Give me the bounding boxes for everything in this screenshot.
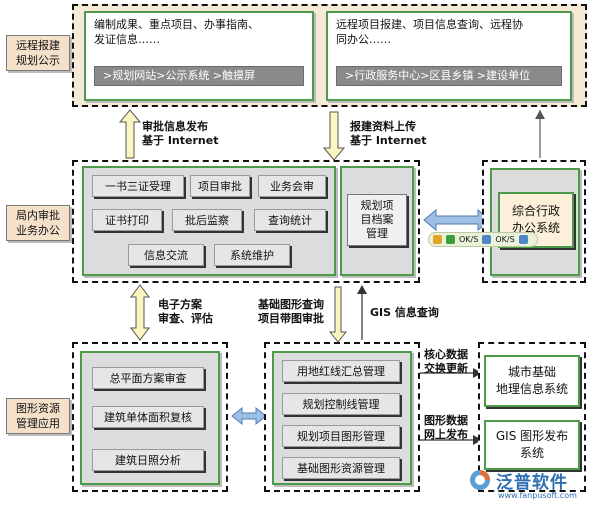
logo-mark-icon	[470, 470, 490, 490]
label-remote-l1: 远程报建	[16, 39, 60, 52]
speed-toolbar: OK/S OK/S	[428, 232, 538, 247]
publish-channels-bar: >规划网站>公示系统 >触摸屏	[94, 66, 304, 86]
speed-2: OK/S	[495, 235, 515, 244]
gis-publish-button[interactable]: GIS 图形发布 系统	[484, 420, 580, 470]
publish-panel: 编制成果、重点项目、办事指南、 发证信息…… >规划网站>公示系统 >触摸屏	[84, 11, 314, 101]
btn-project-approval[interactable]: 项目审批	[190, 175, 250, 197]
btn-redline-management[interactable]: 用地红线汇总管理	[282, 360, 400, 382]
arrow-base-query	[328, 286, 348, 343]
label-graphic: 图形资源 管理应用	[6, 398, 70, 434]
shield-icon	[433, 235, 442, 244]
urban-gis-l1: 城市基础	[507, 365, 556, 379]
arrow-up-publish	[118, 109, 142, 159]
btn-query-stats[interactable]: 查询统计	[254, 209, 326, 231]
btn-info-exchange[interactable]: 信息交流	[128, 244, 204, 266]
btn-certificate-accept[interactable]: 一书三证受理	[92, 175, 184, 197]
monitor-icon	[518, 235, 528, 244]
gis-publish-l1: GIS 图形发布	[495, 429, 569, 443]
up-arrow-icon	[482, 235, 492, 244]
archive-l1: 规划项	[360, 199, 394, 212]
annot-base-query-l1: 基础图形查询	[258, 298, 324, 311]
annot-base-query-l2: 项目带图审批	[258, 312, 324, 325]
btn-base-graphic-management[interactable]: 基础图形资源管理	[282, 457, 400, 479]
publish-text-l1: 编制成果、重点项目、办事指南、	[94, 18, 259, 31]
btn-joint-review[interactable]: 业务会审	[258, 175, 326, 197]
archive-l2: 目档案	[360, 213, 394, 226]
annot-approval-publish: 审批信息发布 基于 Internet	[142, 120, 218, 148]
urban-gis-button[interactable]: 城市基础 地理信息系统	[484, 355, 580, 407]
label-remote: 远程报建 规划公示	[6, 35, 70, 71]
annot-base-query: 基础图形查询 项目带图审批	[258, 298, 324, 326]
btn-sunlight-analysis[interactable]: 建筑日照分析	[92, 449, 204, 471]
label-office-l2: 业务办公	[16, 224, 60, 237]
declare-text-l2: 同办公……	[336, 33, 391, 46]
declare-text-l1: 远程项目报建、项目信息查询、远程协	[336, 18, 523, 31]
label-graphic-l1: 图形资源	[16, 402, 60, 415]
annot-upload-l2: 基于 Internet	[350, 134, 427, 147]
btn-system-maintenance[interactable]: 系统维护	[214, 244, 290, 266]
btn-site-plan-review[interactable]: 总平面方案审查	[92, 367, 204, 389]
urban-gis-l2: 地理信息系统	[495, 382, 568, 396]
annot-gis-query: GIS 信息查询	[370, 306, 439, 319]
arrow-graphic-mid	[231, 406, 267, 426]
annot-design-review-l1: 电子方案	[158, 298, 202, 311]
brand-logo: 泛普软件 www.fanpusoft.com	[468, 466, 590, 504]
publish-text-l2: 发证信息……	[94, 33, 160, 46]
label-office: 局内审批 业务办公	[6, 205, 70, 241]
admin-l1: 综合行政	[511, 204, 560, 218]
label-office-l1: 局内审批	[16, 209, 60, 222]
btn-control-line-management[interactable]: 规划控制线管理	[282, 393, 400, 415]
annot-core-data-l2: 交换更新	[424, 362, 468, 375]
annot-core-data: 核心数据 交换更新	[424, 348, 468, 376]
archive-l3: 管理	[366, 227, 388, 240]
declare-channels-bar: >行政服务中心>区县乡镇 >建设单位	[336, 66, 562, 86]
annot-design-review: 电子方案 审查、评估	[158, 298, 213, 326]
annot-core-data-l1: 核心数据	[424, 348, 468, 361]
label-remote-l2: 规划公示	[16, 54, 60, 67]
annot-graphic-publish-l2: 网上发布	[424, 428, 468, 441]
down-arrow-icon	[446, 235, 455, 244]
annot-approval-publish-l1: 审批信息发布	[142, 120, 208, 133]
speed-1: OK/S	[459, 235, 479, 244]
logo-text: 泛普软件	[496, 473, 568, 493]
btn-project-graphic-management[interactable]: 规划项目图形管理	[282, 425, 400, 447]
btn-certificate-print[interactable]: 证书打印	[92, 209, 162, 231]
gis-publish-l2: 系统	[519, 446, 544, 460]
annot-design-review-l2: 审查、评估	[158, 312, 213, 325]
arrow-down-upload	[322, 111, 346, 161]
annot-upload-l1: 报建资料上传	[350, 120, 416, 133]
annot-graphic-publish: 图形数据 网上发布	[424, 414, 468, 442]
annot-approval-publish-l2: 基于 Internet	[142, 134, 219, 147]
annot-graphic-publish-l1: 图形数据	[424, 414, 468, 427]
arrow-office-admin	[423, 208, 491, 232]
declare-panel: 远程项目报建、项目信息查询、远程协 同办公…… >行政服务中心>区县乡镇 >建设…	[326, 11, 572, 101]
archive-button[interactable]: 规划项 目档案 管理	[347, 194, 407, 246]
arrow-design-review	[130, 284, 150, 341]
btn-post-approval-monitor[interactable]: 批后监察	[172, 209, 242, 231]
admin-l2: 办公系统	[511, 221, 560, 235]
label-graphic-l2: 管理应用	[16, 417, 60, 430]
btn-building-area-check[interactable]: 建筑单体面积复核	[92, 406, 204, 428]
logo-url: www.fanpusoft.com	[498, 491, 577, 500]
annot-upload: 报建资料上传 基于 Internet	[350, 120, 426, 148]
